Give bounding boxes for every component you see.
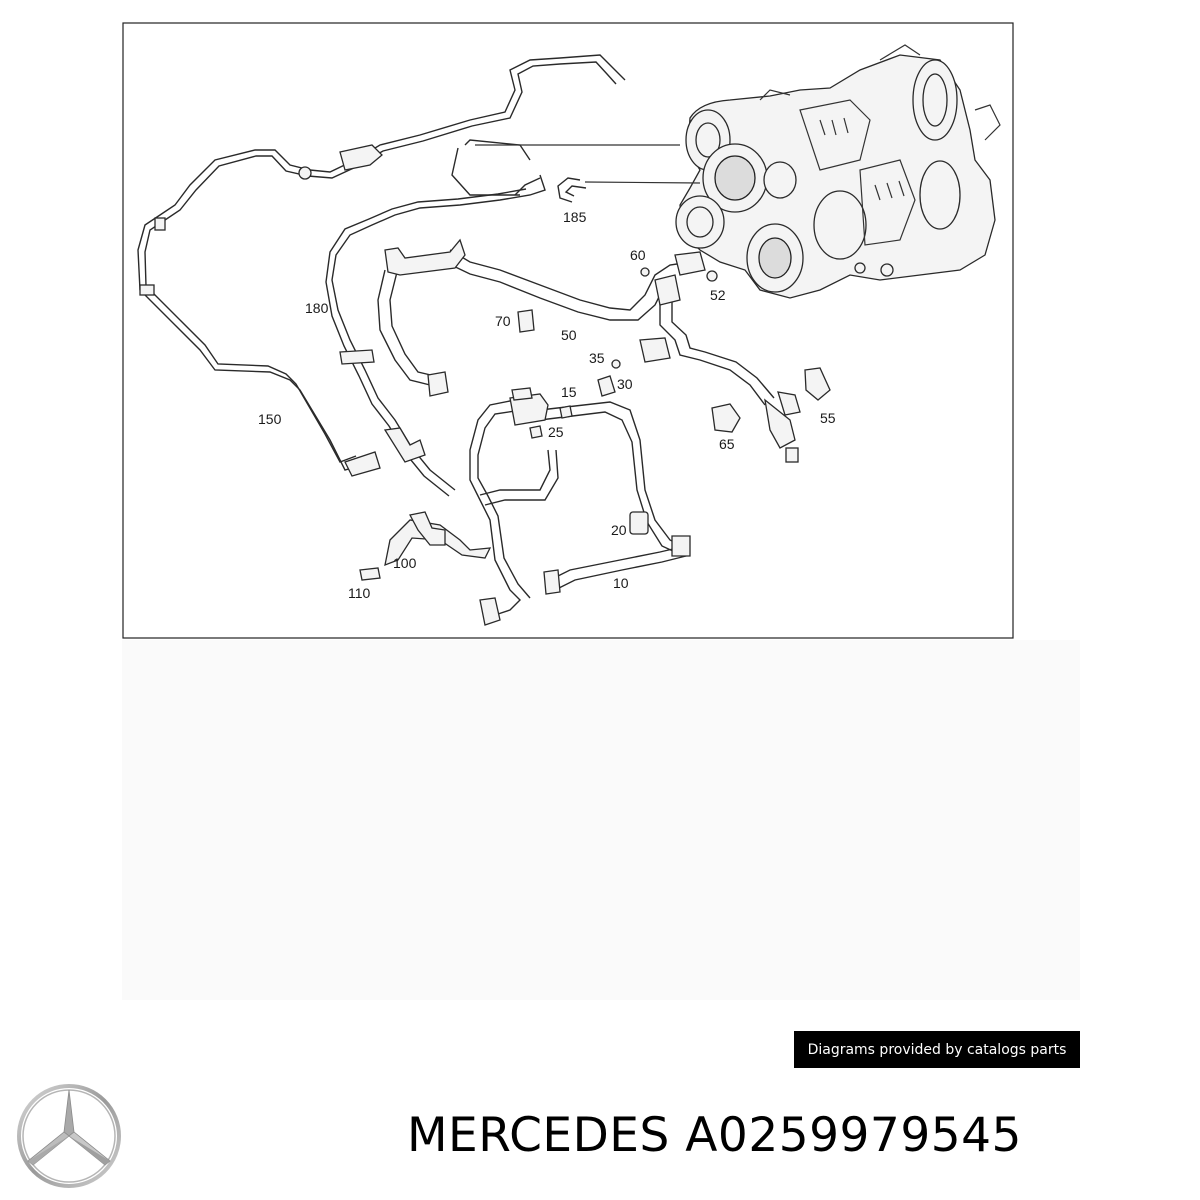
label-110: 110 (348, 585, 371, 601)
part-110 (359, 567, 381, 581)
label-65: 65 (719, 436, 735, 452)
label-20: 20 (611, 522, 627, 538)
part-15 (559, 405, 573, 419)
label-50: 50 (561, 327, 577, 343)
label-10: 10 (613, 575, 629, 591)
label-70: 70 (495, 313, 511, 329)
brand-name: MERCEDES (407, 1108, 670, 1163)
hose-150 (137, 54, 626, 477)
label-60: 60 (630, 247, 646, 263)
mercedes-star-icon (17, 1084, 121, 1188)
part-55 (804, 367, 831, 401)
part-100 (384, 519, 492, 567)
part-60 (640, 267, 650, 277)
part-25 (529, 425, 543, 439)
part-70 (517, 309, 535, 333)
turbocharger-assembly (675, 44, 1001, 299)
part-20 (629, 511, 649, 535)
part-number: A0259979545 (685, 1108, 1022, 1163)
diagram-credit-banner: Diagrams provided by catalogs parts (794, 1031, 1080, 1068)
label-52: 52 (710, 287, 726, 303)
part-labels: 185 60 52 180 70 50 35 30 15 25 55 65 15… (258, 209, 836, 601)
label-55: 55 (820, 410, 836, 426)
part-35 (611, 359, 621, 369)
hose-180 (325, 139, 546, 497)
label-35: 35 (589, 350, 605, 366)
label-15: 15 (561, 384, 577, 400)
hose-50 (377, 238, 799, 463)
part-65 (711, 403, 741, 433)
part-30 (597, 375, 616, 397)
label-150: 150 (258, 411, 282, 427)
diagram-backdrop (122, 640, 1080, 1000)
label-25: 25 (548, 424, 564, 440)
label-30: 30 (617, 376, 633, 392)
credit-text: Diagrams provided by catalogs parts (807, 1041, 1067, 1058)
label-100: 100 (393, 555, 417, 571)
hose-10 (469, 393, 691, 626)
label-180: 180 (305, 300, 329, 316)
hose-185 (475, 144, 701, 203)
part-52 (706, 270, 718, 282)
parts-diagram: 185 60 52 180 70 50 35 30 15 25 55 65 15… (122, 22, 1080, 1000)
product-title: MERCEDES A0259979545 (407, 1108, 1022, 1178)
label-185: 185 (563, 209, 587, 225)
small-parts (359, 267, 831, 581)
